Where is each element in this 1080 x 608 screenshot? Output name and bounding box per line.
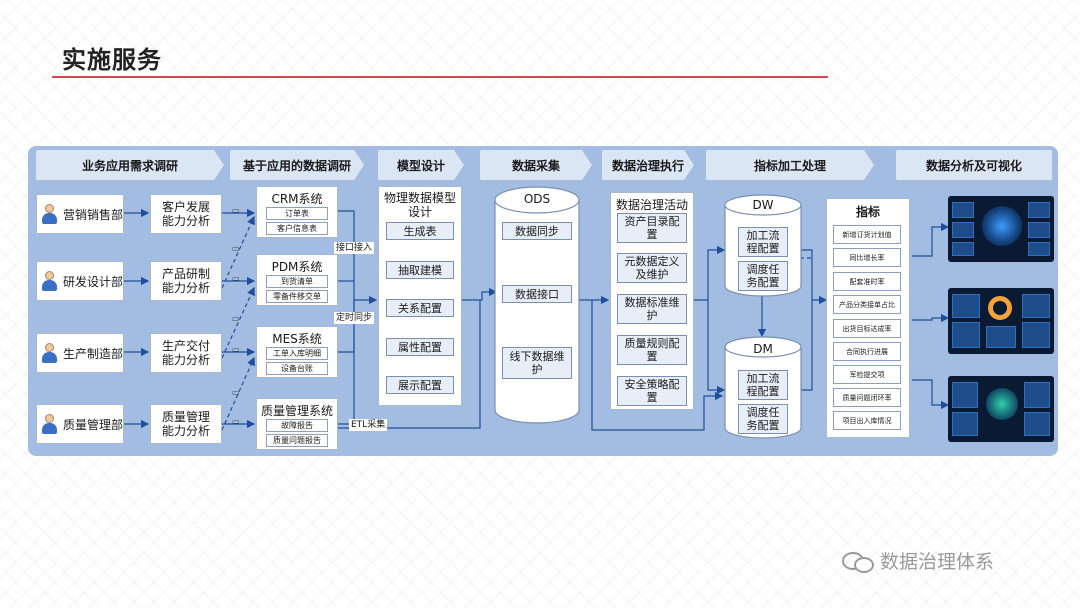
system-table: 零备件移交单 [266,290,328,303]
dashboard-thumbnail-map [948,196,1054,262]
system-table: 订单表 [266,207,328,220]
dept-card: 生产制造部 [36,333,124,373]
dept-card: 研发设计部 [36,261,124,301]
ticket-icon: ▭ [232,244,240,253]
model-item: 属性配置 [386,338,454,356]
flow-label-interface: 接口接入 [334,242,375,254]
dept-card: 质量管理部 [36,404,124,444]
system-card: 质量管理系统 故障报告 质量问题报告 [256,398,338,450]
system-table: 质量问题报告 [266,434,328,447]
governance-item: 数据标准维 护 [617,294,687,324]
header-indicator-processing: 指标加工处理 [706,150,874,180]
person-icon [42,343,57,363]
dw-item: 加工流 程配置 [738,227,788,257]
indicator-item: 合同执行进展 [833,342,901,361]
system-name: PDM系统 [271,260,323,274]
system-name: CRM系统 [271,192,323,206]
system-card: PDM系统 到货清单 零备件移交单 [256,254,338,306]
indicator-item: 军检提交项 [833,365,901,384]
indicator-item: 出货目标达成率 [833,319,901,338]
dm-item: 调度任 务配置 [738,404,788,434]
wechat-icon [842,550,874,573]
dept-card: 营销销售部 [36,194,124,234]
ods-title: ODS [523,192,551,206]
system-table: 工单入库明细 [266,347,328,360]
title-divider [52,76,828,78]
model-item: 生成表 [386,222,454,240]
indicator-item: 同比增长率 [833,248,901,267]
ticket-icon: ▭ [232,388,240,397]
system-table: 故障报告 [266,419,328,432]
governance-item: 安全策略配 置 [617,376,687,406]
capability-card: 产品研制 能力分析 [150,261,222,301]
indicator-item: 配套准时率 [833,272,901,291]
page-title: 实施服务 [62,46,162,74]
indicator-item: 新增订货计划值 [833,225,901,244]
dept-label: 营销销售部 [63,207,124,222]
indicators-title: 指标 [855,205,880,219]
indicator-item: 产品分类接单占比 [833,295,901,314]
dept-label: 研发设计部 [63,274,124,289]
dm-title: DM [753,342,773,356]
model-item: 关系配置 [386,299,454,317]
system-table: 到货清单 [266,275,328,288]
capability-card: 质量管理 能力分析 [150,404,222,444]
indicator-item: 项目出入库情况 [833,411,901,430]
dept-label: 生产制造部 [63,346,124,361]
ticket-icon: ▭ [232,274,240,283]
ods-item: 数据同步 [502,222,572,240]
capability-card: 客户发展 能力分析 [150,194,222,234]
governance-column: 数据治理活动 资产目录配 置 元数据定义 及维护 数据标准维 护 质量规则配 置… [610,192,694,410]
header-visualization: 数据分析及可视化 [896,150,1052,180]
ods-item: 线下数据维 护 [502,347,572,379]
model-design-column: 物理数据模型 设计 生成表 抽取建模 关系配置 属性配置 展示配置 [378,186,462,406]
person-icon [42,271,57,291]
person-icon [42,204,57,224]
header-data-collection: 数据采集 [480,150,592,180]
model-item: 抽取建模 [386,261,454,279]
person-icon [42,414,57,434]
header-governance: 数据治理执行 [602,150,694,180]
ticket-icon: ▭ [232,206,240,215]
system-table: 客户信息表 [266,222,328,235]
system-name: 质量管理系统 [260,404,333,418]
capability-card: 生产交付 能力分析 [150,333,222,373]
indicators-column: 指标 新增订货计划值 同比增长率 配套准时率 产品分类接单占比 出货目标达成率 … [826,198,910,438]
dashboard-thumbnail-charts [948,288,1054,354]
system-card: MES系统 工单入库明细 设备台账 [256,326,338,378]
governance-item: 元数据定义 及维护 [617,253,687,283]
dw-title: DW [752,198,774,212]
system-name: MES系统 [272,332,322,346]
governance-item: 资产目录配 置 [617,213,687,243]
dashboard-thumbnail-overview [948,376,1054,442]
model-item: 展示配置 [386,376,454,394]
system-table: 设备台账 [266,362,328,375]
governance-item: 质量规则配 置 [617,335,687,365]
ticket-icon: ▭ [232,345,240,354]
flow-label-etl: ETL采集 [349,419,388,431]
header-data-survey: 基于应用的数据调研 [230,150,364,180]
ods-item: 数据接口 [502,285,572,303]
watermark: 数据治理体系 [842,547,994,574]
watermark-text: 数据治理体系 [880,551,995,573]
governance-title: 数据治理活动 [615,198,688,212]
indicator-item: 质量问题闭环率 [833,388,901,407]
model-title: 物理数据模型 设计 [383,191,456,219]
dm-item: 加工流 程配置 [738,370,788,400]
system-card: CRM系统 订单表 客户信息表 [256,186,338,238]
header-model-design: 模型设计 [378,150,464,180]
ticket-icon: ▭ [232,314,240,323]
flow-label-scheduled: 定时同步 [334,312,375,324]
ticket-icon: ▭ [232,417,240,426]
dept-label: 质量管理部 [63,417,124,432]
header-requirements: 业务应用需求调研 [36,150,224,180]
dw-item: 调度任 务配置 [738,261,788,291]
